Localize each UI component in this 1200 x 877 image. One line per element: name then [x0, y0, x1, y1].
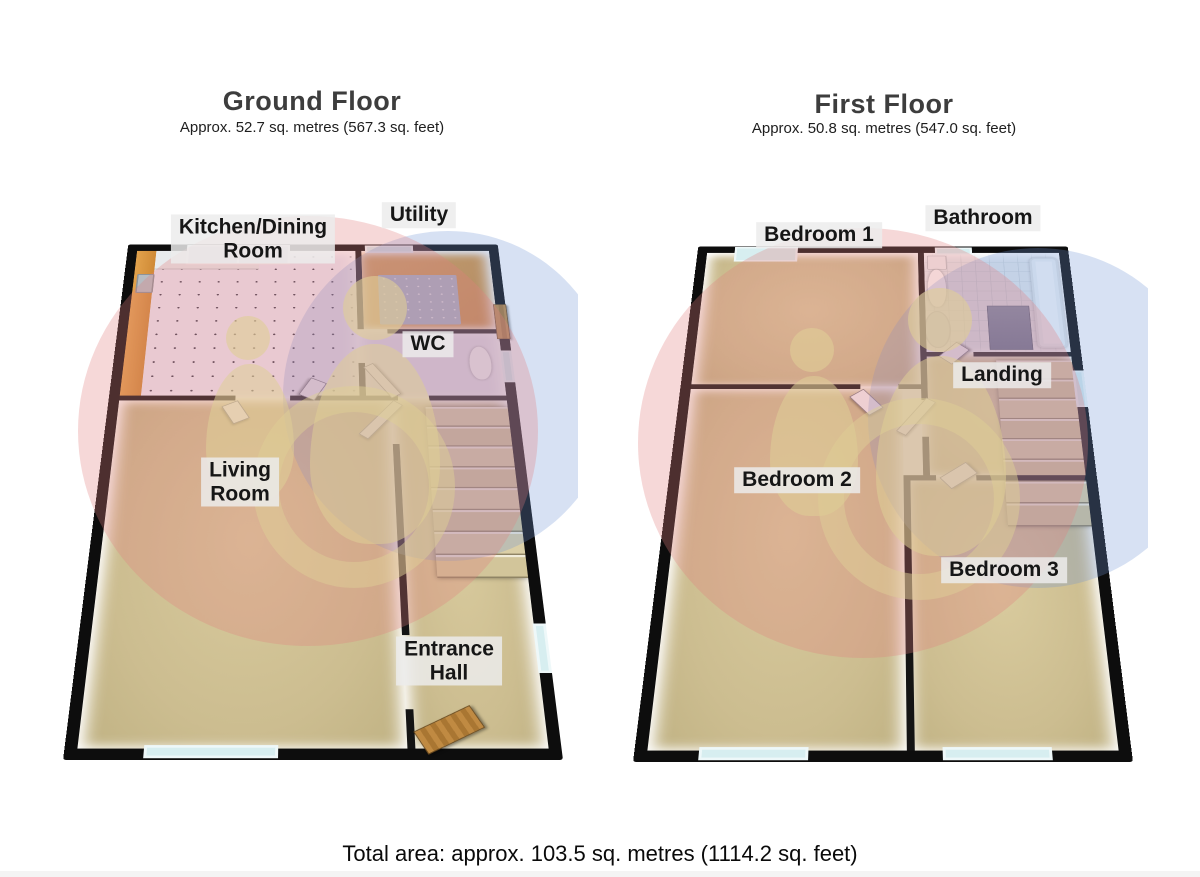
room-label-line: Bedroom 1 [764, 223, 874, 247]
ground-floor-plan: Kitchen/Dining Room Utility WC Living Ro… [48, 136, 578, 766]
room-label-line: Utility [390, 203, 448, 227]
room-label-line: Living [209, 458, 271, 482]
room-label-line: Entrance [404, 637, 494, 661]
room-label-line: Room [209, 482, 271, 506]
room-label-bedroom-3: Bedroom 3 [941, 557, 1067, 583]
room-label-living: Living Room [201, 457, 279, 506]
room-label-utility: Utility [382, 202, 456, 228]
room-label-line: WC [411, 332, 446, 356]
first-floor-subtitle: Approx. 50.8 sq. metres (547.0 sq. feet) [674, 120, 1094, 137]
ground-floor-title: Ground Floor [102, 86, 522, 117]
first-floor-plan: Bedroom 1 Bathroom Landing Bedroom 2 Bed… [618, 138, 1148, 768]
room-label-line: Kitchen/Dining [179, 215, 327, 239]
room-label-landing: Landing [953, 362, 1051, 388]
room-label-bedroom-2: Bedroom 2 [734, 467, 860, 493]
room-label-bedroom-1: Bedroom 1 [756, 222, 882, 248]
room-label-line: Landing [961, 363, 1043, 387]
total-area-text: Total area: approx. 103.5 sq. metres (11… [0, 841, 1200, 867]
room-label-line: Bedroom 3 [949, 558, 1059, 582]
room-label-entrance-hall: Entrance Hall [396, 636, 502, 685]
room-label-line: Hall [404, 661, 494, 685]
ground-floor-subtitle: Approx. 52.7 sq. metres (567.3 sq. feet) [102, 119, 522, 136]
room-label-wc: WC [403, 331, 454, 357]
room-label-line: Bedroom 2 [742, 468, 852, 492]
room-label-kitchen-dining: Kitchen/Dining Room [171, 214, 335, 263]
room-label-bathroom: Bathroom [925, 205, 1040, 231]
first-floor-title: First Floor [674, 89, 1094, 120]
room-label-line: Bathroom [933, 206, 1032, 230]
ground-floor-labels: Kitchen/Dining Room Utility WC Living Ro… [48, 136, 578, 766]
room-label-line: Room [179, 239, 327, 263]
footer-divider [0, 871, 1200, 877]
first-floor-labels: Bedroom 1 Bathroom Landing Bedroom 2 Bed… [618, 138, 1148, 768]
